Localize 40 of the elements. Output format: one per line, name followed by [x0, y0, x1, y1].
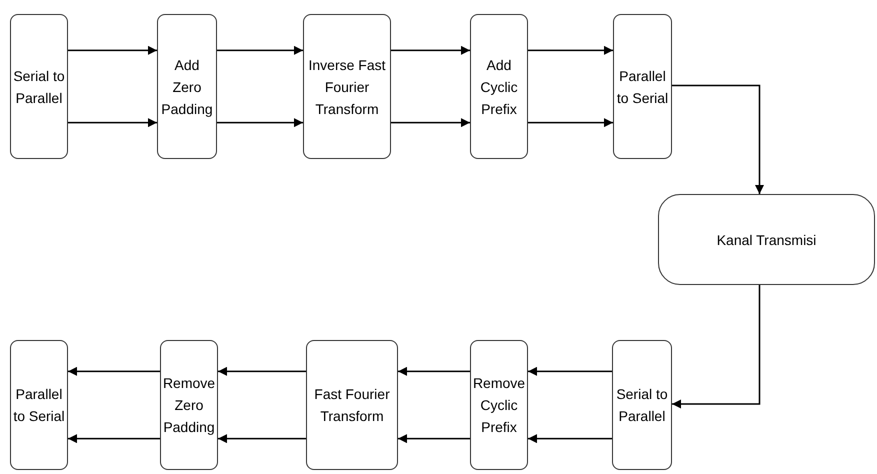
- arrow: [68, 434, 160, 444]
- process-box: [157, 14, 217, 159]
- process-box: [10, 14, 68, 159]
- arrow: [672, 84, 764, 194]
- box-label: Serial to Parallel: [12, 66, 66, 108]
- arrow: [68, 366, 160, 376]
- process-box: [10, 340, 68, 470]
- arrow: [217, 118, 303, 128]
- process-box: [470, 340, 528, 470]
- process-box: [160, 340, 218, 470]
- arrow: [528, 118, 613, 128]
- process-box: [658, 194, 875, 285]
- box-label: Remove Cyclic Prefix: [472, 374, 526, 437]
- arrow: [217, 46, 303, 55]
- process-box: [303, 14, 391, 159]
- box-label: Kanal Transmisi: [716, 230, 818, 250]
- arrow: [672, 285, 760, 408]
- arrow: [68, 46, 157, 55]
- process-box: [613, 14, 672, 159]
- arrow: [528, 366, 612, 376]
- arrow: [391, 118, 470, 128]
- box-label: Serial to Parallel: [615, 385, 669, 426]
- arrow: [218, 366, 306, 376]
- box-label: Remove Zero Padding: [162, 374, 216, 437]
- arrow: [68, 118, 157, 128]
- arrow: [528, 434, 612, 444]
- box-label: Add Zero Padding: [160, 56, 214, 119]
- box-label: Parallel to Serial: [616, 66, 670, 108]
- arrow: [391, 46, 470, 55]
- box-label: Parallel to Serial: [12, 385, 66, 426]
- arrow: [218, 434, 306, 444]
- box-label: Fast Fourier Transform: [313, 385, 391, 426]
- process-box: [306, 340, 398, 470]
- arrow: [398, 434, 470, 444]
- box-label: Add Cyclic Prefix: [479, 56, 519, 118]
- arrow: [398, 366, 470, 376]
- process-box: [612, 340, 672, 470]
- process-box: [470, 14, 528, 159]
- arrow: [528, 46, 613, 55]
- box-label: Inverse Fast Fourier Transform: [307, 56, 387, 118]
